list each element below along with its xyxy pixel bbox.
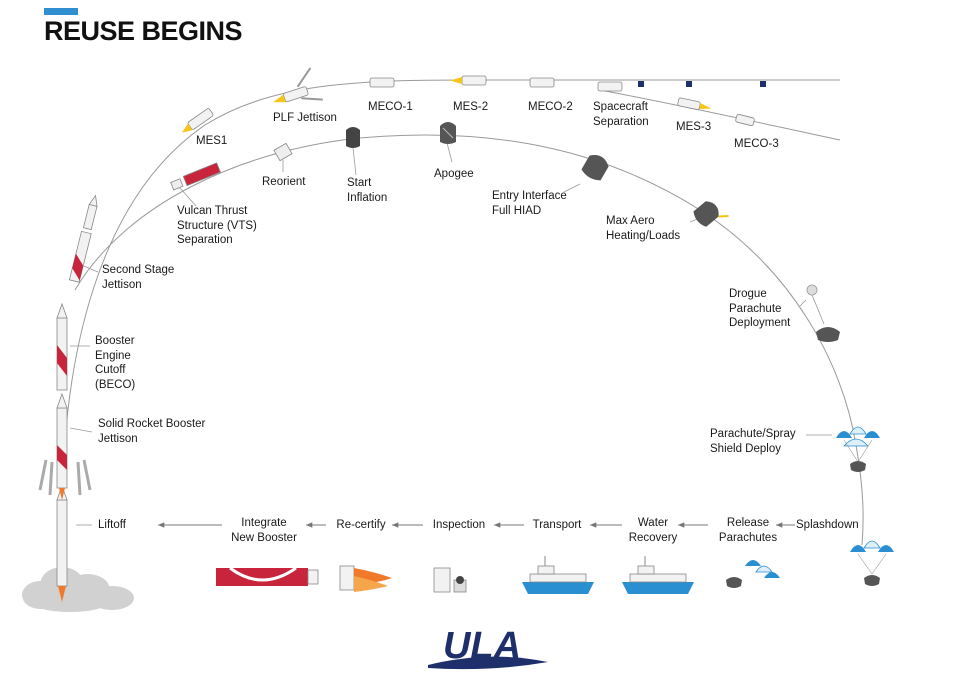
label-integrate-new-booster: Integrate New Booster [231, 517, 297, 544]
label-mes1: MES1 [196, 135, 228, 147]
label-vts-separation: Vulcan Thrust Structure (VTS) Separation [177, 205, 257, 246]
label-spacecraft-separation: Spacecraft Separation [593, 101, 649, 128]
label-splashdown: Splashdown [796, 519, 859, 531]
label-recertify: Re-certify [336, 519, 386, 531]
launch-smoke-cloud [22, 567, 134, 612]
ula-logo-swoosh [428, 656, 548, 670]
title-accent-bar [44, 8, 78, 15]
label-plf-jettison: PLF Jettison [273, 112, 337, 124]
spacecraft-separation-stage [597, 81, 766, 92]
entry-interface-heatshield [581, 155, 609, 181]
label-meco3: MECO-3 [734, 138, 779, 150]
label-second-stage-jettison: Second Stage Jettison [102, 264, 175, 291]
label-apogee: Apogee [434, 168, 474, 180]
upper-stage-mes3 [677, 97, 712, 111]
page-title: REUSE BEGINS [44, 16, 243, 46]
label-transport: Transport [532, 519, 582, 531]
ascent-trajectory [61, 79, 840, 521]
leader-lines [69, 142, 832, 526]
label-entry-interface: Entry Interface Full HIAD [492, 190, 567, 217]
start-inflation-module [346, 127, 360, 148]
rocket-srb-jettison [38, 392, 92, 500]
recertify-engines-illustration [339, 565, 392, 592]
rocket-beco [56, 302, 68, 391]
upper-stage-meco3 [735, 113, 755, 127]
splashdown-parachutes [850, 540, 894, 586]
max-aero-heatshield [693, 201, 729, 227]
upper-stage-plf-jettison [273, 67, 323, 103]
label-inspection: Inspection [432, 519, 486, 531]
upper-stage-trajectory [599, 89, 841, 141]
label-mes3: MES-3 [676, 121, 712, 133]
label-meco2: MECO-2 [528, 101, 573, 113]
upper-stage-mes2 [450, 75, 487, 86]
label-beco: Booster Engine Cutoff (BECO) [95, 335, 136, 391]
ula-logo: ULA [443, 625, 521, 667]
ula-logo-text: ULA [443, 625, 521, 667]
release-parachutes-illustration [726, 560, 780, 588]
inspection-illustration [433, 567, 467, 593]
vts-separation-module [170, 162, 221, 191]
label-liftoff: Liftoff [98, 519, 126, 531]
apogee-heatshield [440, 122, 456, 144]
label-water-recovery: Water Recovery [628, 517, 678, 544]
label-parachute-spray: Parachute/Spray Shield Deploy [710, 428, 796, 455]
label-mes2: MES-2 [453, 101, 489, 113]
reorient-module [273, 142, 293, 162]
main-parachutes-deploy [836, 426, 880, 472]
water-recovery-ship [622, 556, 694, 594]
transport-ship [522, 556, 594, 594]
label-meco1: MECO-1 [368, 101, 413, 113]
label-drogue: Drogue Parachute Deployment [729, 288, 791, 329]
rocket-liftoff [56, 484, 68, 602]
label-srb-jettison: Solid Rocket Booster Jettison [98, 418, 206, 445]
label-release-parachutes: Release Parachutes [718, 517, 778, 544]
label-reorient: Reorient [262, 176, 306, 188]
upper-stage-meco2 [529, 77, 555, 88]
label-start-inflation: Start Inflation [347, 177, 388, 204]
upper-stage-mes1 [181, 108, 214, 133]
integrate-new-booster-illustration [216, 566, 319, 586]
recovery-trajectory [74, 134, 864, 546]
label-max-aero: Max Aero Heating/Loads [606, 215, 681, 242]
rocket-second-stage-jettison [68, 194, 98, 283]
upper-stage-meco1 [369, 77, 395, 88]
drogue-parachute-module [806, 284, 840, 342]
